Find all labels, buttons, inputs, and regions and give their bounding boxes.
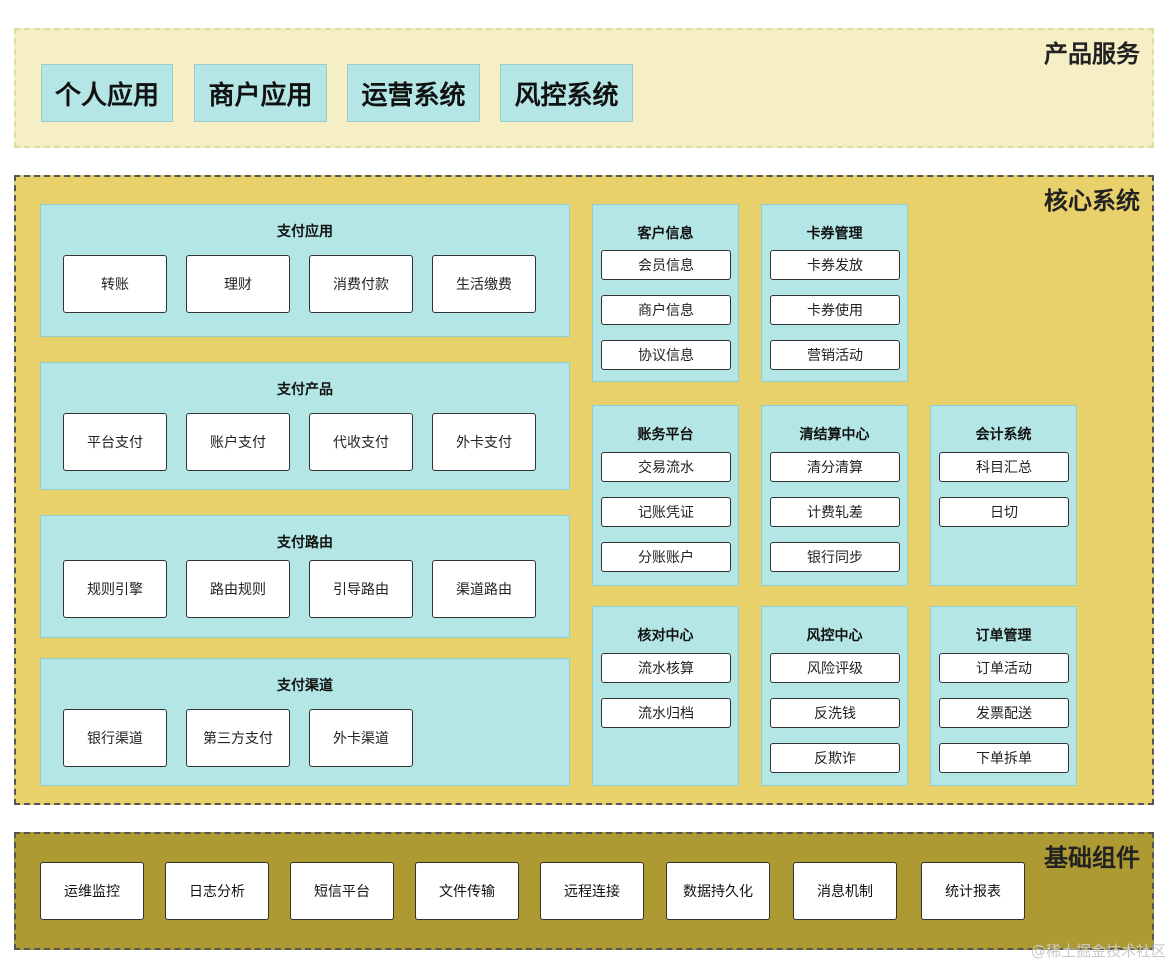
component-box: 渠道路由	[432, 560, 536, 618]
component-box: 科目汇总	[939, 452, 1069, 482]
component-box: 会员信息	[601, 250, 731, 280]
component-box: 外卡渠道	[309, 709, 413, 767]
panel-title: 账务平台	[637, 427, 694, 443]
component-box: 分账账户	[601, 542, 731, 572]
component-box: 规则引擎	[63, 560, 167, 618]
coupon-panel: 卡券管理 卡券发放 卡券使用 营销活动	[761, 204, 908, 382]
component-box: 清分清算	[770, 452, 900, 482]
component-box: 平台支付	[63, 413, 167, 471]
component-box: 第三方支付	[186, 709, 290, 767]
component-box: 路由规则	[186, 560, 290, 618]
payment-channel-panel: 支付渠道 银行渠道 第三方支付 外卡渠道	[40, 658, 570, 786]
core-system-title: 核心系统	[1044, 187, 1140, 215]
panel-title: 清结算中心	[799, 427, 870, 443]
component-box: 银行同步	[770, 542, 900, 572]
accounting-platform-panel: 账务平台 交易流水 记账凭证 分账账户	[592, 405, 739, 586]
component-box: 引导路由	[309, 560, 413, 618]
component-box: 账户支付	[186, 413, 290, 471]
component-box: 运维监控	[40, 862, 144, 920]
app-tile: 风控系统	[500, 64, 633, 122]
component-box: 外卡支付	[432, 413, 536, 471]
component-box: 日志分析	[165, 862, 269, 920]
component-box: 流水核算	[601, 653, 731, 683]
component-box: 卡券使用	[770, 295, 900, 325]
app-tile: 个人应用	[41, 64, 173, 122]
component-box: 订单活动	[939, 653, 1069, 683]
component-box: 银行渠道	[63, 709, 167, 767]
panel-title: 支付渠道	[277, 678, 333, 694]
base-components-layer: 基础组件 运维监控 日志分析 短信平台 文件传输 远程连接 数据持久化 消息机制…	[14, 832, 1154, 950]
component-box: 协议信息	[601, 340, 731, 370]
component-box: 营销活动	[770, 340, 900, 370]
payment-routing-panel: 支付路由 规则引擎 路由规则 引导路由 渠道路由	[40, 515, 570, 638]
component-box: 远程连接	[540, 862, 644, 920]
panel-title: 卡券管理	[806, 226, 863, 242]
component-box: 消费付款	[309, 255, 413, 313]
reconciliation-center-panel: 核对中心 流水核算 流水归档	[592, 606, 739, 786]
panel-title: 会计系统	[975, 427, 1032, 443]
app-tile: 商户应用	[194, 64, 327, 122]
payment-app-panel: 支付应用 转账 理财 消费付款 生活缴费	[40, 204, 570, 337]
order-management-panel: 订单管理 订单活动 发票配送 下单拆单	[930, 606, 1077, 786]
component-box: 下单拆单	[939, 743, 1069, 773]
panel-title: 支付路由	[277, 535, 333, 551]
component-box: 发票配送	[939, 698, 1069, 728]
component-box: 商户信息	[601, 295, 731, 325]
accounting-system-panel: 会计系统 科目汇总 日切	[930, 405, 1077, 586]
component-box: 转账	[63, 255, 167, 313]
component-box: 统计报表	[921, 862, 1025, 920]
app-tile: 运营系统	[347, 64, 480, 122]
product-services-title: 产品服务	[1044, 40, 1140, 68]
panel-title: 核对中心	[637, 628, 694, 644]
core-system-layer: 核心系统 支付应用 转账 理财 消费付款 生活缴费 支付产品 平台支付 账户支付…	[14, 175, 1154, 805]
watermark: @稀土掘金技术社区	[1030, 942, 1166, 960]
component-box: 生活缴费	[432, 255, 536, 313]
component-box: 短信平台	[290, 862, 394, 920]
component-box: 日切	[939, 497, 1069, 527]
base-components-title: 基础组件	[1044, 844, 1140, 872]
component-box: 交易流水	[601, 452, 731, 482]
panel-title: 客户信息	[637, 226, 694, 242]
panel-title: 风控中心	[806, 628, 863, 644]
customer-info-panel: 客户信息 会员信息 商户信息 协议信息	[592, 204, 739, 382]
clearing-center-panel: 清结算中心 清分清算 计费轧差 银行同步	[761, 405, 908, 586]
panel-title: 订单管理	[975, 628, 1032, 644]
panel-title: 支付产品	[277, 382, 333, 398]
component-box: 代收支付	[309, 413, 413, 471]
component-box: 数据持久化	[666, 862, 770, 920]
payment-product-panel: 支付产品 平台支付 账户支付 代收支付 外卡支付	[40, 362, 570, 490]
product-services-layer: 产品服务 个人应用 商户应用 运营系统 风控系统	[14, 28, 1154, 148]
component-box: 计费轧差	[770, 497, 900, 527]
risk-center-panel: 风控中心 风险评级 反洗钱 反欺诈	[761, 606, 908, 786]
component-box: 反洗钱	[770, 698, 900, 728]
component-box: 消息机制	[793, 862, 897, 920]
component-box: 卡券发放	[770, 250, 900, 280]
panel-title: 支付应用	[277, 224, 333, 240]
component-box: 记账凭证	[601, 497, 731, 527]
component-box: 风险评级	[770, 653, 900, 683]
component-box: 理财	[186, 255, 290, 313]
component-box: 反欺诈	[770, 743, 900, 773]
component-box: 文件传输	[415, 862, 519, 920]
component-box: 流水归档	[601, 698, 731, 728]
